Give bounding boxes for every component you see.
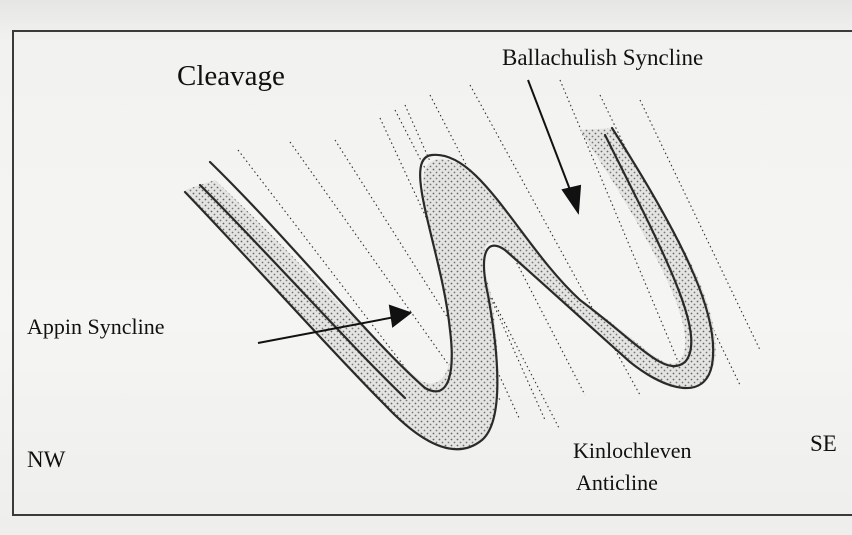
folded-bed: [185, 128, 716, 449]
cleavage-label: Cleavage: [177, 62, 285, 91]
ballachulish-syncline-label: Ballachulish Syncline: [502, 46, 703, 69]
ballachulish-arrow-head: [563, 186, 580, 212]
nw-direction-label: NW: [27, 448, 65, 471]
kinlochleven-label-line2: Anticline: [576, 472, 658, 494]
se-direction-label: SE: [810, 432, 837, 455]
appin-arrow-head: [390, 306, 410, 326]
appin-syncline-label: Appin Syncline: [27, 316, 165, 338]
kinlochleven-label-line1: Kinlochleven: [573, 440, 692, 462]
inner-boundary: [200, 185, 405, 398]
ballachulish-arrow-shaft: [528, 80, 572, 195]
